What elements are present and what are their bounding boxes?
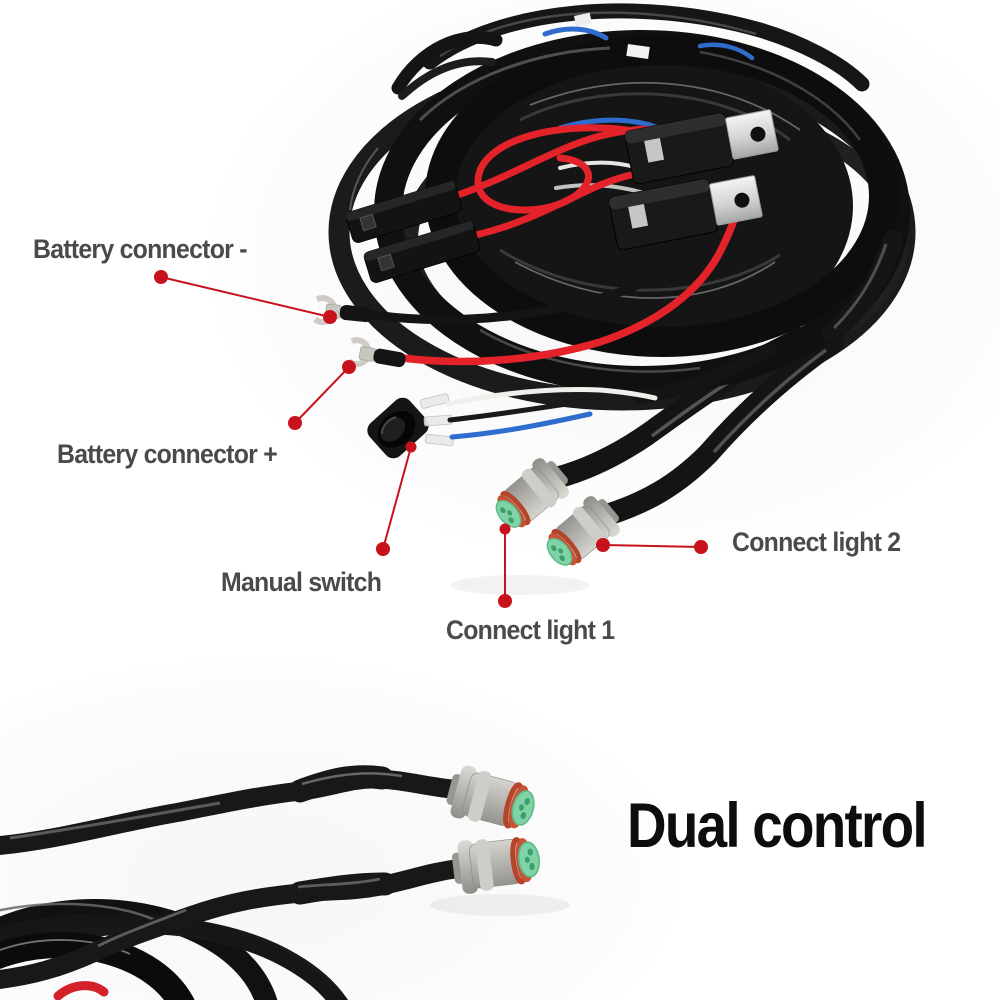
switch-cable-sheath [633,343,777,404]
leader-lines [154,270,708,608]
headline-dual-control: Dual control [627,791,928,861]
label-connect-light-2: Connect light 2 [732,527,901,557]
leader-battery-positive [288,360,356,430]
red-wire-glimpse [53,981,109,1000]
white-connector-icon [626,44,650,59]
leader-battery-negative [154,270,337,324]
label-battery-positive: Battery connector + [57,439,278,469]
label-connect-light-1: Connect light 1 [446,615,615,645]
bottom-harness [0,762,570,1000]
leader-manual-switch [376,441,417,556]
white-connector-icon [574,12,592,27]
leader-connect-light-1 [498,523,512,608]
label-manual-switch: Manual switch [221,567,382,597]
label-battery-negative: Battery connector - [33,234,248,264]
leader-connect-light-2 [596,538,708,554]
battery-negative-lead [315,273,657,327]
rocker-switch [367,343,777,459]
switch-crimp-terminals [419,393,455,447]
